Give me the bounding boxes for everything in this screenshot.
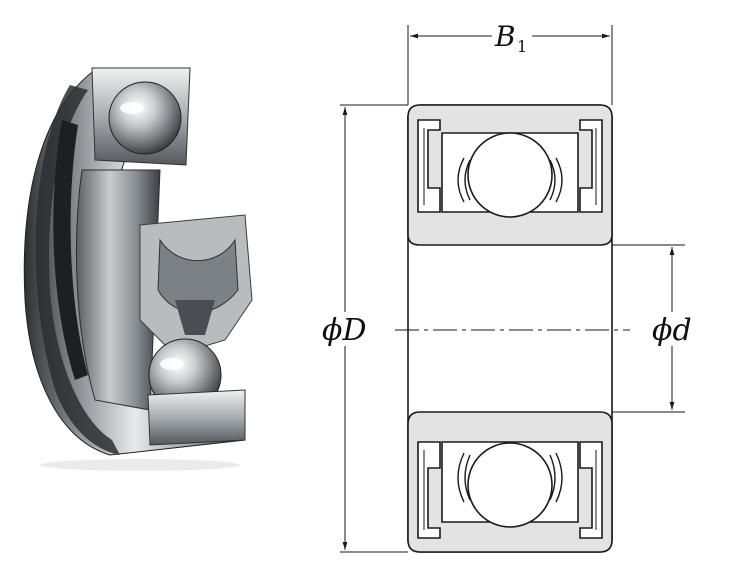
inner-bore xyxy=(75,169,161,411)
width-label-subscript: 1 xyxy=(517,37,527,56)
cutaway-bearing-photo xyxy=(23,67,253,471)
bearing-cross-section xyxy=(340,25,685,553)
bottom-cut-face xyxy=(147,389,246,446)
ball-top xyxy=(108,81,182,155)
bore-diameter-label: ϕd xyxy=(652,313,692,348)
outer-diameter-label: ϕD xyxy=(322,313,367,348)
width-label: B xyxy=(494,20,516,53)
ball-section-top xyxy=(467,132,553,218)
ball-section-bottom xyxy=(467,442,553,528)
